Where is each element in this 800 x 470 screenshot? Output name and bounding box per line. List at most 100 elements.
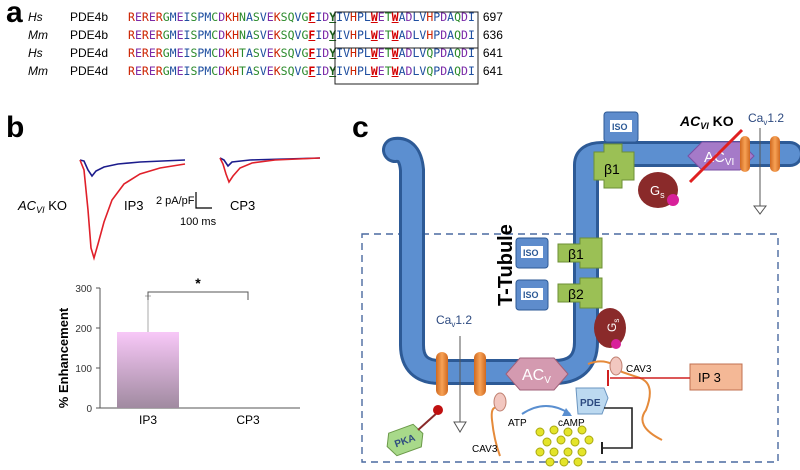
residue: S xyxy=(280,28,288,42)
pka-kinase: PKA xyxy=(386,423,424,457)
camp-dot xyxy=(535,447,545,457)
residue: Y xyxy=(329,64,337,78)
residue: A xyxy=(245,46,253,60)
residue: C xyxy=(211,46,219,60)
scale-bar-y-label: 2 pA/pF xyxy=(156,195,195,207)
residue: D xyxy=(461,46,468,60)
residue: K xyxy=(225,28,233,42)
residue: W xyxy=(370,46,378,60)
y-tick-label: 300 xyxy=(75,284,92,295)
camp-dot xyxy=(545,457,555,467)
residue: G xyxy=(301,10,309,24)
residue: D xyxy=(461,10,468,24)
gs-protein-low: Gs xyxy=(594,308,626,349)
camp-dot xyxy=(563,447,573,457)
cp3-trace-ko xyxy=(219,157,321,168)
residue: R xyxy=(128,64,135,78)
residue: R xyxy=(155,46,163,60)
residue: I xyxy=(315,46,323,60)
cav12-channel-low xyxy=(436,336,486,433)
residue: P xyxy=(197,28,205,42)
camp-dot xyxy=(549,425,559,435)
residue: D xyxy=(322,64,330,78)
residue: Q xyxy=(454,10,461,24)
residue: S xyxy=(190,28,198,42)
iso-mid: ISO xyxy=(515,237,549,269)
cav3-node-left xyxy=(493,392,507,412)
species-label: Mm xyxy=(28,28,48,42)
trace-cp3-label: CP3 xyxy=(230,198,255,213)
residue: M xyxy=(169,10,177,24)
residue: H xyxy=(232,46,239,60)
pka-to-channel-link xyxy=(417,411,439,431)
residue: C xyxy=(211,28,219,42)
residue: E xyxy=(148,28,156,42)
residue: T xyxy=(239,46,246,60)
residue: D xyxy=(218,10,226,24)
residue: D xyxy=(218,46,226,60)
residue: I xyxy=(315,10,323,24)
residue: Q xyxy=(287,64,295,78)
ip3-box: IP 3 xyxy=(689,363,743,391)
cav3-curve-right xyxy=(587,360,663,441)
residue: F xyxy=(308,46,316,60)
svg-text:β1: β1 xyxy=(568,246,584,262)
residue: I xyxy=(183,46,191,60)
residue: L xyxy=(363,28,371,42)
residue: K xyxy=(225,46,233,60)
acv-enzyme: ACV xyxy=(505,357,569,391)
residue: A xyxy=(245,10,253,24)
scale-bar-x-label: 100 ms xyxy=(180,216,217,228)
residue: V xyxy=(259,10,267,24)
svg-text:β1: β1 xyxy=(604,161,620,177)
residue: D xyxy=(218,64,226,78)
iso-low: ISO xyxy=(515,279,549,311)
residue: P xyxy=(356,46,364,60)
residue: P xyxy=(356,10,364,24)
residue: D xyxy=(461,28,468,42)
residue: K xyxy=(225,10,233,24)
residue-number: 636 xyxy=(482,28,503,42)
residue: V xyxy=(294,46,302,60)
residue: F xyxy=(308,64,316,78)
svg-text:ISO: ISO xyxy=(612,122,628,132)
residue: M xyxy=(169,46,177,60)
camp-dot xyxy=(559,457,569,467)
residue: V xyxy=(343,10,350,24)
camp-label: cAMP xyxy=(558,418,585,429)
t-tubule-region xyxy=(361,233,779,463)
residue: S xyxy=(252,10,260,24)
residue: P xyxy=(197,10,205,24)
camp-dot xyxy=(570,437,580,447)
cav12-label-low: Cav1.2 xyxy=(436,313,472,329)
residue: N xyxy=(239,10,246,24)
residue: E xyxy=(377,64,385,78)
panel-b-figure: ACVI KO IP3 CP3 2 pA/pF 100 ms 010020030… xyxy=(17,157,321,427)
residue: V xyxy=(343,64,350,78)
residue: I xyxy=(315,28,323,42)
species-label: Hs xyxy=(28,46,43,60)
residue: D xyxy=(218,28,226,42)
camp-dot xyxy=(577,425,587,435)
camp-dot xyxy=(573,457,583,467)
residue: E xyxy=(266,64,274,78)
beta2-receptor: β2 xyxy=(557,277,603,309)
residue: Q xyxy=(287,46,295,60)
residue: V xyxy=(259,28,267,42)
residue: T xyxy=(239,64,246,78)
residue: S xyxy=(280,46,288,60)
svg-text:ACV: ACV xyxy=(522,367,551,386)
residue: S xyxy=(190,46,198,60)
beta1-receptor-top: β1 xyxy=(593,143,635,189)
y-tick-label: 0 xyxy=(86,404,92,415)
residue-number: 697 xyxy=(482,10,503,24)
residue: G xyxy=(162,10,170,24)
residue: E xyxy=(134,46,142,60)
camp-dot xyxy=(549,447,559,457)
atp-label: ATP xyxy=(508,418,527,429)
residue: W xyxy=(370,64,378,78)
ko-cross-icon xyxy=(688,128,744,184)
